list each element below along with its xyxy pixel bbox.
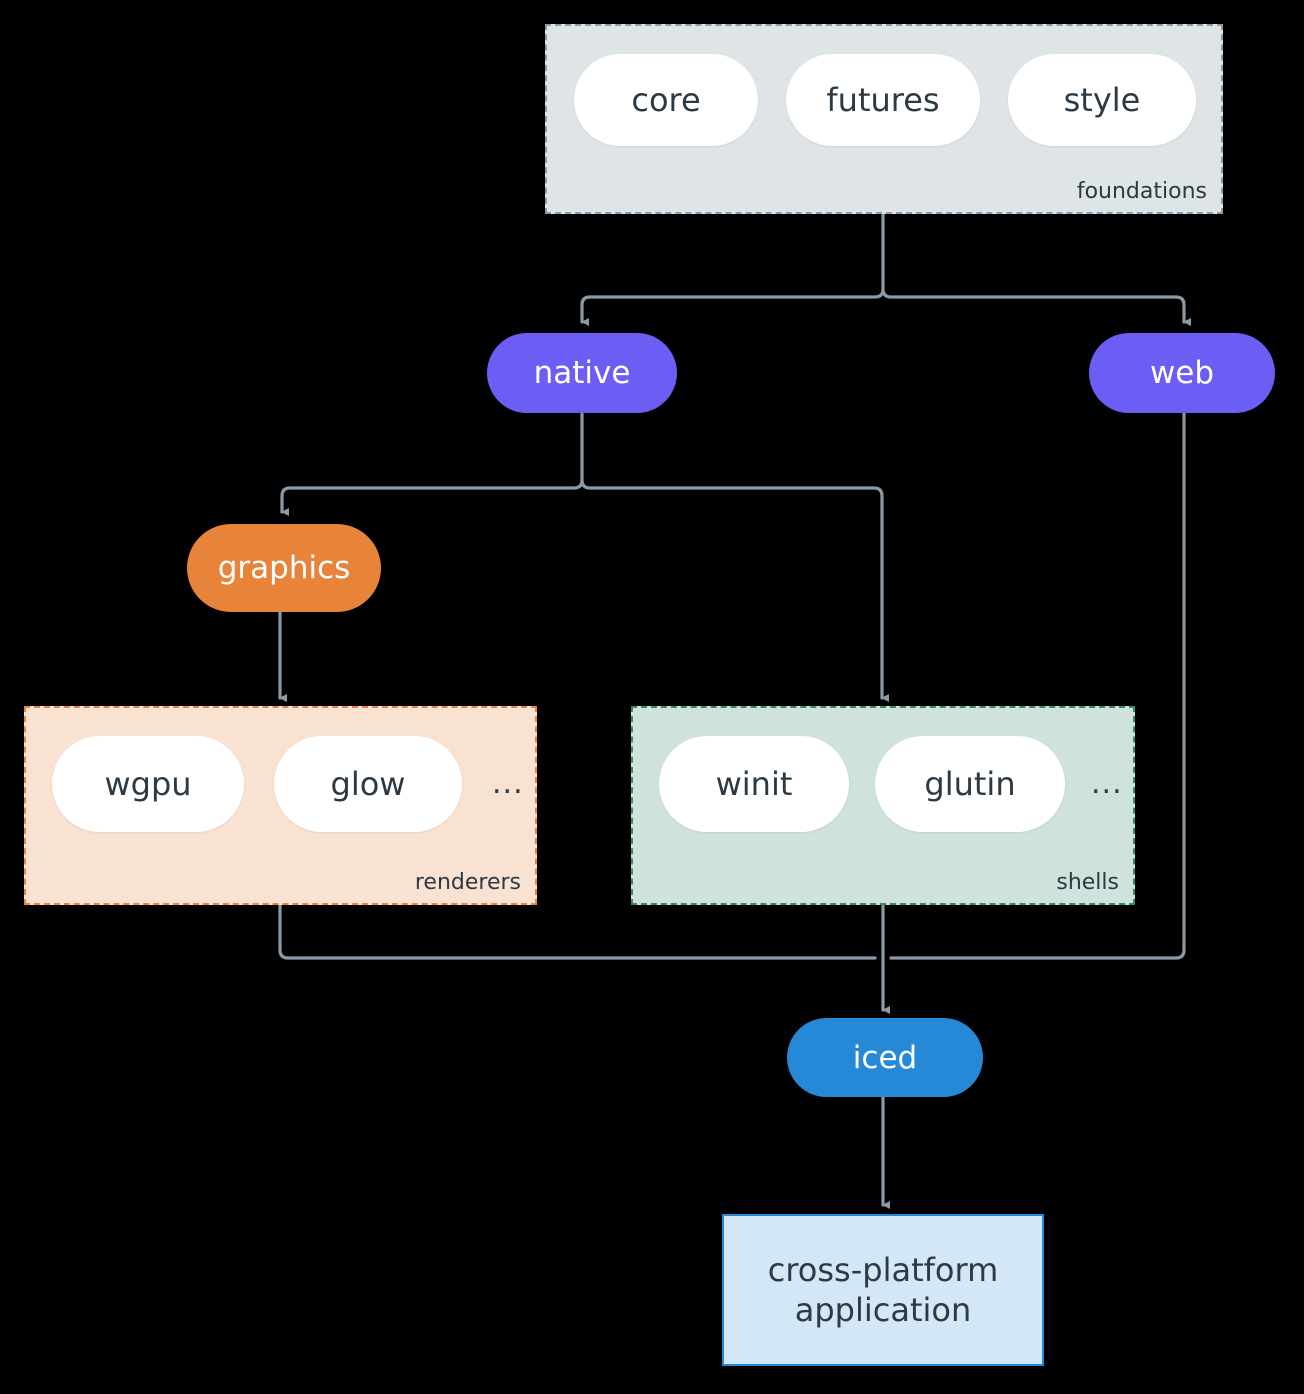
- pill-label: core: [631, 81, 701, 119]
- edge-foundations-to-web: [881, 287, 1191, 326]
- renderers-pill-row: wgpu glow ...: [26, 736, 561, 832]
- application-line-2: application: [794, 1291, 972, 1329]
- foundations-pill-row: core futures style: [547, 54, 1248, 146]
- pill-winit[interactable]: winit: [659, 736, 849, 832]
- node-web[interactable]: web: [1089, 333, 1275, 413]
- shells-pill-row: winit glutin ...: [633, 736, 1159, 832]
- edge-native-to-shells: [580, 478, 889, 702]
- group-label-renderers: renderers: [414, 870, 521, 895]
- pill-label: glow: [330, 765, 406, 803]
- node-graphics[interactable]: graphics: [187, 524, 381, 612]
- group-renderers: wgpu glow ... renderers: [24, 706, 537, 905]
- pill-label: wgpu: [104, 765, 192, 803]
- pill-style[interactable]: style: [1008, 54, 1196, 146]
- pill-wgpu[interactable]: wgpu: [52, 736, 244, 832]
- pill-glow[interactable]: glow: [274, 736, 462, 832]
- edge-foundations-to-native: [580, 287, 885, 326]
- group-label-foundations: foundations: [1076, 179, 1207, 204]
- node-label: web: [1149, 355, 1215, 391]
- pill-label: winit: [715, 765, 793, 803]
- node-label: graphics: [217, 550, 351, 586]
- pill-label: futures: [826, 81, 940, 119]
- edge-native-to-graphics: [280, 478, 584, 516]
- node-cross-platform-application[interactable]: cross-platform application: [722, 1214, 1044, 1366]
- node-label: native: [533, 355, 631, 391]
- pill-label: style: [1063, 81, 1141, 119]
- node-iced[interactable]: iced: [787, 1018, 983, 1097]
- node-label: iced: [852, 1039, 918, 1076]
- group-label-shells: shells: [1056, 870, 1119, 895]
- group-foundations: core futures style foundations: [545, 24, 1223, 214]
- pill-label: glutin: [924, 765, 1016, 803]
- group-shells: winit glutin ... shells: [631, 706, 1135, 905]
- edge-renderers-to-iced: [278, 903, 877, 960]
- pill-glutin[interactable]: glutin: [875, 736, 1065, 832]
- node-native[interactable]: native: [487, 333, 677, 413]
- renderers-ellipsis: ...: [492, 766, 524, 801]
- pill-core[interactable]: core: [574, 54, 758, 146]
- application-line-1: cross-platform: [767, 1251, 999, 1289]
- shells-ellipsis: ...: [1091, 766, 1123, 801]
- pill-futures[interactable]: futures: [786, 54, 980, 146]
